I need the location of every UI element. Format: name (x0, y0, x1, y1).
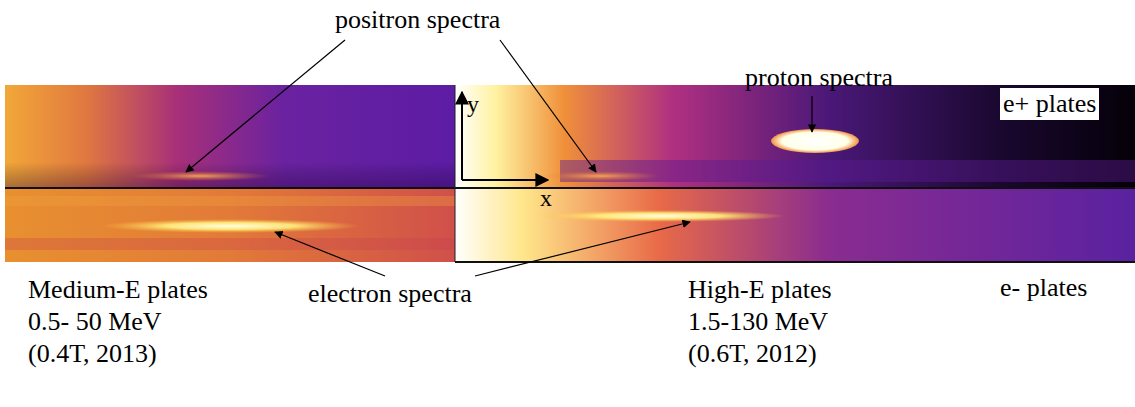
positron-plate (5, 85, 455, 188)
plate-band (5, 196, 455, 206)
plate-edge (455, 261, 1135, 263)
positron-plate (455, 85, 1135, 188)
positron-streak (540, 171, 660, 181)
plate-label: e+ plates (1000, 88, 1099, 120)
leader-arrow (475, 222, 690, 276)
plate-label: e- plates (1000, 272, 1087, 304)
callout-label: proton spectra (745, 62, 893, 94)
y-axis (461, 92, 463, 180)
positron-streak (130, 171, 270, 181)
electron-streak (100, 219, 360, 233)
axis-label: y (467, 88, 479, 120)
electron-plate (455, 188, 1135, 262)
axis-label: x (540, 182, 552, 214)
electron-streak (535, 210, 785, 222)
plate-divider (5, 187, 1135, 189)
callout-label: positron spectra (335, 4, 500, 36)
proton-spot (771, 129, 859, 153)
callout-label: electron spectra (308, 278, 472, 310)
leader-arrow (811, 96, 812, 132)
leader-arrow (186, 40, 345, 172)
leader-arrow (275, 232, 385, 276)
leader-arrow (500, 40, 596, 172)
plate-caption: Medium-E plates 0.5- 50 MeV (0.4T, 2013) (28, 274, 228, 370)
plate-caption: High-E plates 1.5-130 MeV (0.6T, 2012) (688, 274, 868, 370)
plate-divider (455, 85, 456, 262)
electron-plate (5, 188, 455, 262)
plate-band (5, 238, 455, 250)
x-axis (462, 179, 548, 181)
plate-shade (5, 85, 455, 188)
